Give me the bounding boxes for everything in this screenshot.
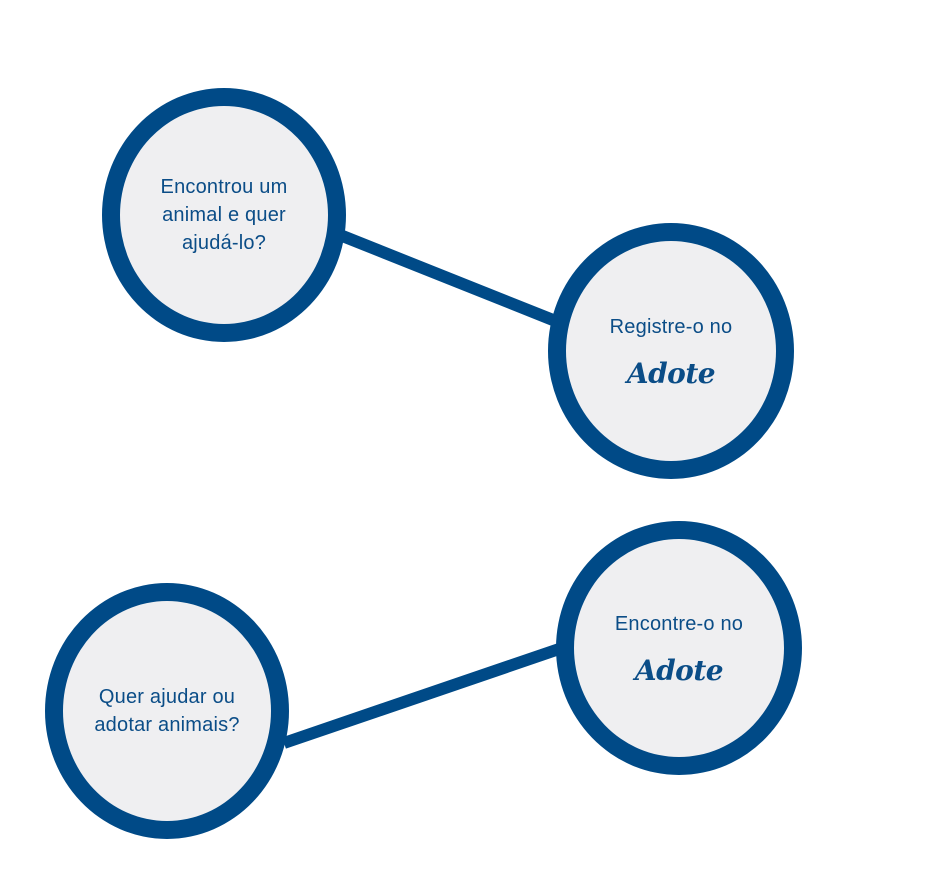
- answer-node-register: Registre-o no Adote: [548, 223, 794, 479]
- answer-prefix-text: Encontre-o no: [614, 612, 744, 635]
- answer-node-find: Encontre-o no Adote: [556, 521, 802, 775]
- question-text: Encontrou um animal e quer ajudá-lo?: [160, 176, 288, 254]
- brand-name: Adote: [626, 356, 716, 390]
- question-text: Quer ajudar ou adotar animais?: [94, 686, 240, 736]
- connector-line-1: [337, 229, 561, 328]
- connector-line-2: [282, 642, 564, 749]
- question-node-found-animal: Encontrou um animal e quer ajudá-lo?: [102, 88, 346, 342]
- brand-name: Adote: [634, 653, 724, 687]
- answer-prefix-text: Registre-o no: [609, 315, 733, 338]
- question-node-adopt: Quer ajudar ou adotar animais?: [45, 583, 289, 839]
